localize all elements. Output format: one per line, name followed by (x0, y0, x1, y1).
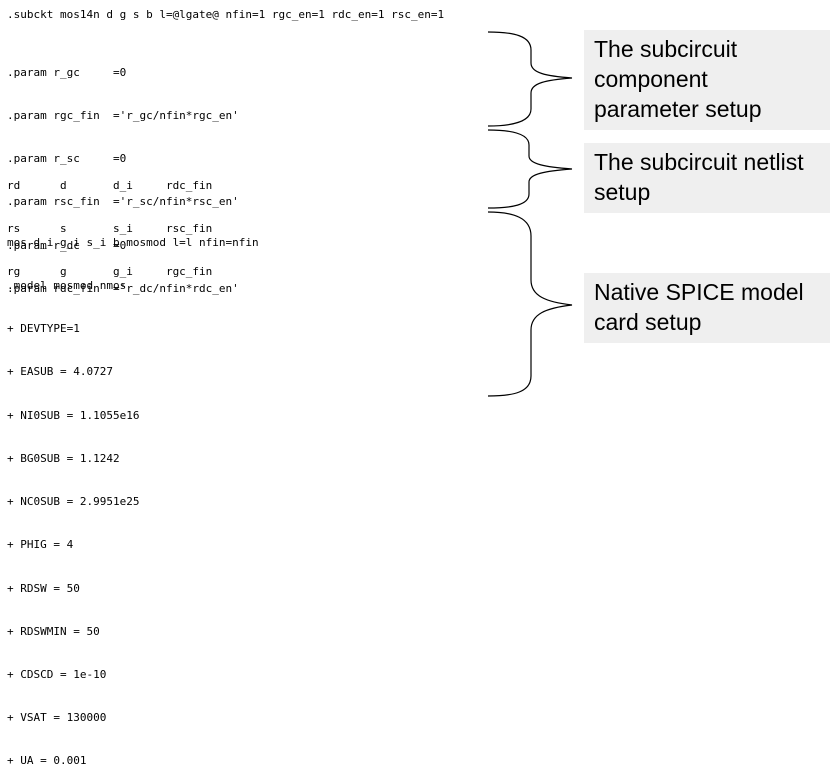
label-netlist-setup: The subcircuit netlist setup (584, 143, 830, 213)
code-line: .param rgc_fin ='r_gc/nfin*rgc_en' (7, 109, 239, 123)
code-line: mos d_i g_i s_i b mosmod l=l nfin=nfin (7, 235, 259, 249)
label-line: card setup (594, 309, 702, 335)
code-line: rd d d_i rdc_fin (7, 178, 213, 192)
code-line: .param r_sc =0 (7, 152, 127, 166)
label-line: The subcircuit (594, 36, 738, 62)
code-line: .param rsc_fin ='r_sc/nfin*rsc_en' (7, 195, 239, 209)
code-line: rs s s_i rsc_fin (7, 222, 213, 236)
code-line: + NI0SUB = 1.1055e16 (7, 408, 140, 422)
code-line: + VSAT = 130000 (7, 711, 107, 725)
label-line: component (594, 66, 708, 92)
code-line: + EASUB = 4.0727 (7, 365, 113, 379)
code-line: + BG0SUB = 1.1242 (7, 451, 120, 465)
label-model-setup: Native SPICE model card setup (584, 273, 830, 343)
label-line: The subcircuit netlist (594, 149, 804, 175)
code-subckt-line: .subckt mos14n d g s b l=@lgate@ nfin=1 … (7, 8, 445, 21)
code-line: .param rdc_fin ='r_dc/nfin*rdc_en' (7, 281, 239, 295)
code-line: .param r_gc =0 (7, 65, 127, 79)
label-param-setup: The subcircuit component parameter setup (584, 30, 830, 130)
code-line: + PHIG = 4 (7, 538, 74, 552)
label-line: setup (594, 179, 651, 205)
code-netlist-block: rd d d_i rdc_fin rs s s_i rsc_fin rg g g… (7, 150, 212, 294)
curly-braces (487, 31, 573, 397)
code-line: + CDSCD = 1e-10 (7, 668, 107, 681)
brace-model (487, 211, 573, 397)
brace-param (487, 31, 573, 127)
code-line: + UA = 0.001 (7, 754, 87, 768)
code-param-block: .param r_gc =0 .param rgc_fin ='r_gc/nfi… (7, 37, 239, 311)
code-line: + RDSW = 50 (7, 581, 80, 595)
label-line: parameter setup (594, 96, 762, 122)
label-line: Native SPICE model (594, 279, 804, 305)
code-line: + DEVTYPE=1 (7, 322, 80, 336)
code-line: rg g g_i rgc_fin (7, 265, 213, 279)
code-line: + NC0SUB = 2.9951e25 (7, 495, 140, 509)
code-line: .model mosmod nmos (7, 279, 127, 293)
code-line: .param r_dc =0 (7, 238, 127, 252)
brace-netlist (487, 129, 573, 209)
code-line: + RDSWMIN = 50 (7, 624, 100, 638)
